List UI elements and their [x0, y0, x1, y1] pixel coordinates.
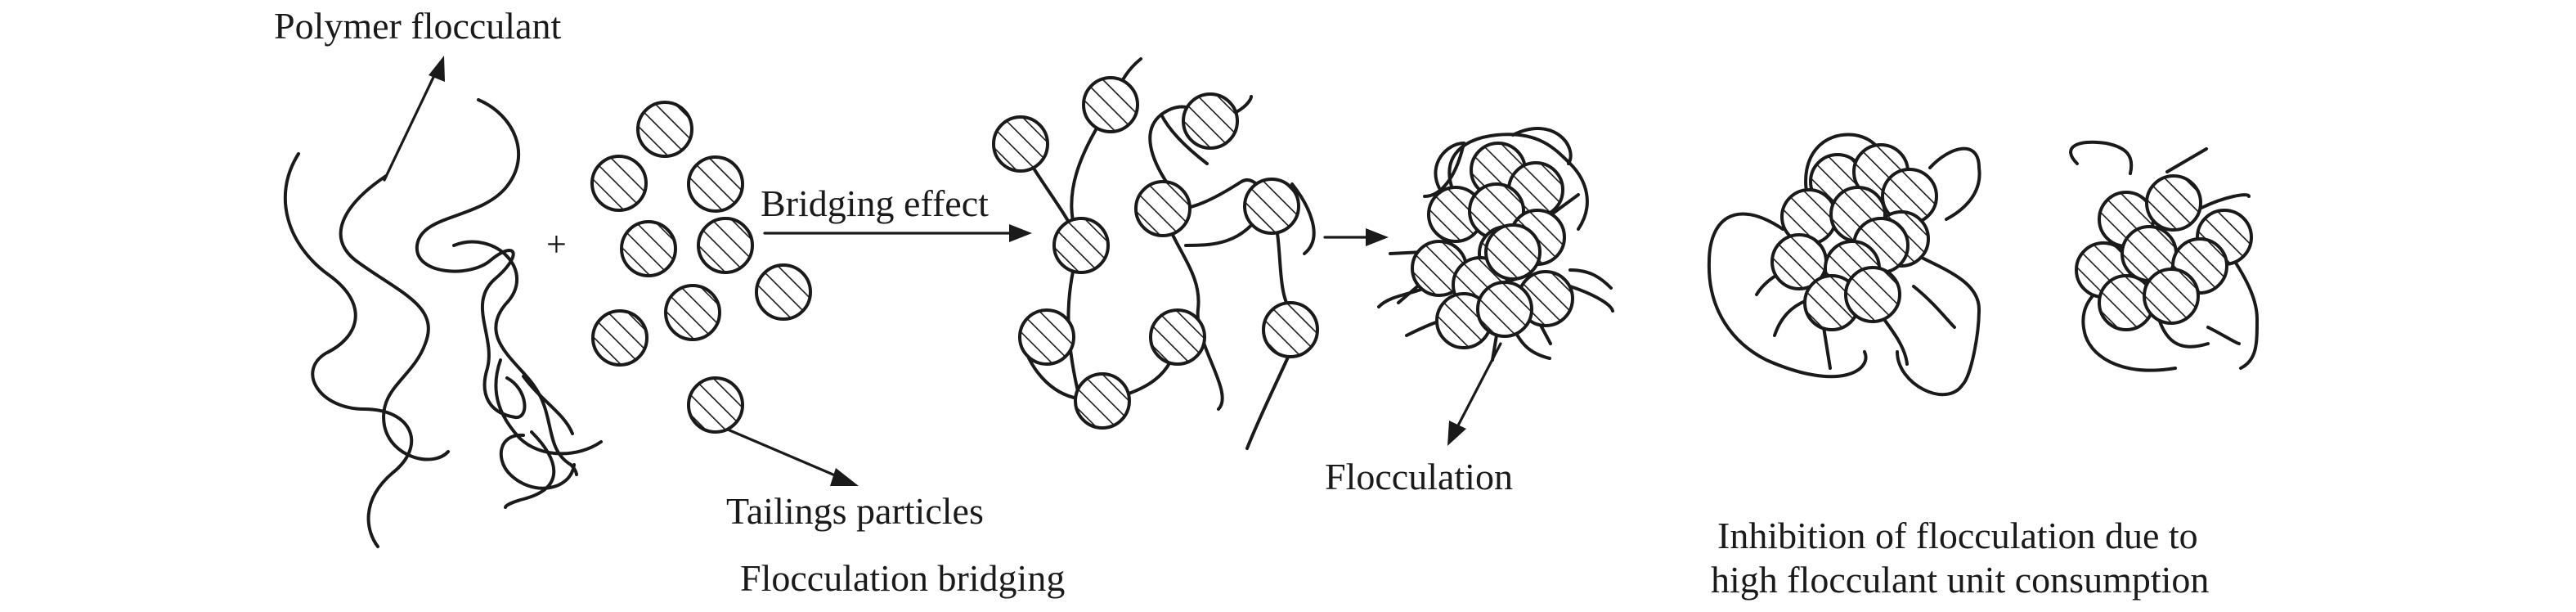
inhibition-label-line2: high flocculant unit consumption: [1711, 559, 2209, 601]
tailings-particle: [687, 155, 744, 213]
inhibited-particles-right: [2075, 174, 2253, 331]
bridged-particle: [992, 115, 1049, 173]
inhibited-particle: [2145, 174, 2202, 232]
tailings-particle: [755, 263, 812, 321]
polymer-flocculant-arrow: [383, 56, 445, 182]
bridged-particle: [1243, 178, 1300, 235]
inhibited-particle: [1844, 266, 1901, 323]
bridged-particle: [1052, 217, 1110, 274]
inhibited-particle: [2143, 268, 2200, 325]
inhibited-particles-left: [1770, 143, 1938, 331]
tailings-particle: [591, 309, 648, 367]
floc-particle: [1484, 223, 1542, 281]
bridged-particle: [1134, 180, 1192, 237]
bridged-particle: [1018, 308, 1075, 366]
tailings-particle: [620, 220, 677, 277]
tailings-particle: [697, 217, 754, 274]
tailings-particle: [590, 155, 648, 212]
tailings-particles: [590, 101, 812, 434]
polymer-flocculant-label: Polymer flocculant: [274, 5, 562, 47]
bridging-effect-arrow: [763, 224, 1032, 242]
floc-particles: [1411, 142, 1574, 349]
tailings-particle: [636, 101, 693, 158]
flocculation-label: Flocculation: [1325, 456, 1513, 497]
bridged-particle: [1082, 76, 1139, 133]
flocculation-label-arrow: [1447, 342, 1502, 446]
inhibition-label-line1: Inhibition of flocculation due to: [1717, 515, 2198, 556]
bridging-effect-label: Bridging effect: [761, 182, 989, 224]
plus-sign: +: [546, 224, 567, 264]
flocculation-arrow: [1323, 228, 1389, 246]
tailings-particles-label: Tailings particles: [726, 490, 984, 532]
bridged-particle: [1149, 308, 1206, 366]
flocculation-bridging-label: Flocculation bridging: [740, 557, 1065, 599]
bridged-particles: [992, 76, 1319, 430]
bridged-particle: [1074, 372, 1131, 430]
tailings-particles-arrow: [726, 428, 859, 486]
floc-particle: [1476, 281, 1533, 338]
bridged-particle: [1182, 92, 1239, 150]
polymer-chains: [283, 98, 603, 548]
bridged-particle: [1262, 301, 1319, 358]
tailings-particle: [664, 284, 721, 341]
tailings-particle: [687, 376, 744, 434]
